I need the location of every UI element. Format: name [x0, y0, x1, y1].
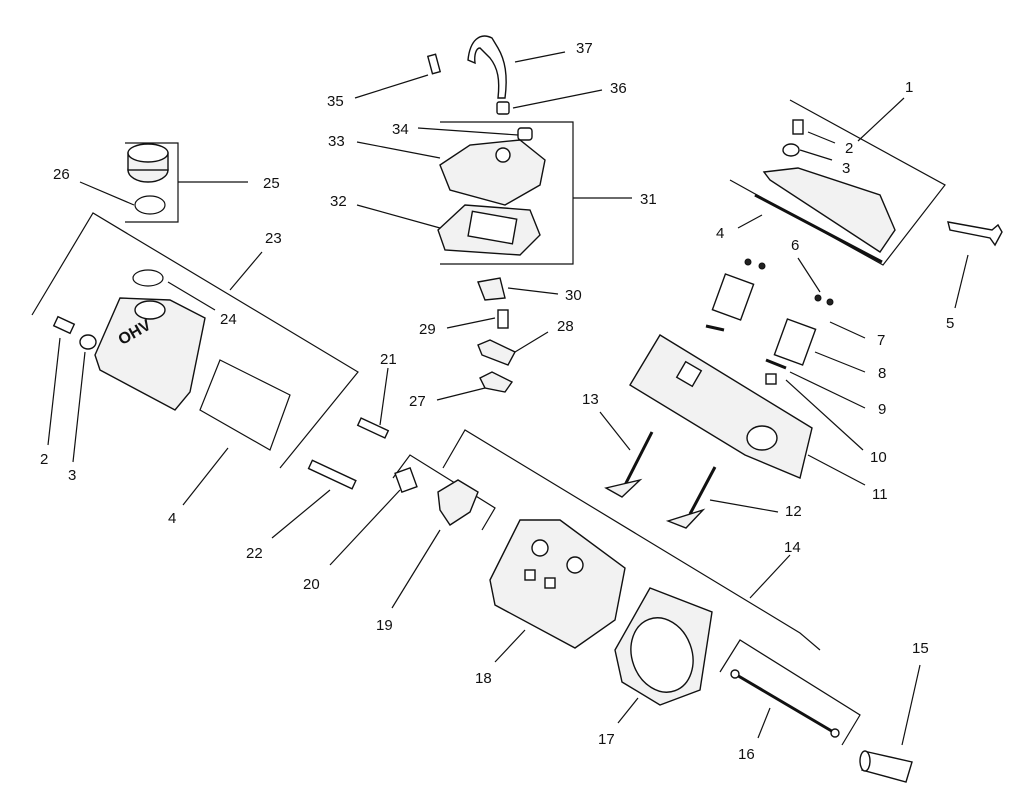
callout-4-left: 4 [168, 510, 176, 527]
valve-12 [688, 466, 717, 515]
breather-cover [439, 139, 546, 206]
callout-23: 23 [265, 230, 282, 247]
seal-10 [765, 373, 777, 385]
callout-2-left: 2 [40, 451, 48, 468]
callout-16: 16 [738, 746, 755, 763]
o-ring-24 [132, 269, 164, 287]
callout-28: 28 [557, 318, 574, 335]
callout-37: 37 [576, 40, 593, 57]
callout-26: 26 [53, 166, 70, 183]
callout-34: 34 [392, 121, 409, 138]
callout-2-right: 2 [845, 140, 853, 157]
group-31-bracket [440, 121, 574, 265]
breather-tube [467, 35, 507, 99]
callout-11: 11 [872, 486, 888, 503]
callout-35: 35 [327, 93, 344, 110]
callout-13: 13 [582, 391, 599, 408]
plate-27 [479, 371, 514, 393]
washer-3-right [782, 143, 800, 157]
spring-8-left [711, 273, 755, 321]
callout-labels: 1 2 3 4 5 6 7 8 9 10 11 12 13 14 15 16 1… [40, 40, 954, 763]
callout-22: 22 [246, 545, 263, 562]
callout-3-left: 3 [68, 467, 76, 484]
group-19-bracket [392, 454, 496, 531]
spring-8-right [773, 318, 817, 366]
callout-10: 10 [870, 449, 887, 466]
callout-9: 9 [878, 401, 886, 418]
callout-33: 33 [328, 133, 345, 150]
callout-36: 36 [610, 80, 627, 97]
washer-3-left [79, 334, 97, 350]
callout-12: 12 [785, 503, 802, 520]
guide-9 [765, 358, 787, 370]
callout-32: 32 [330, 193, 347, 210]
callout-18: 18 [475, 670, 492, 687]
callout-7: 7 [877, 332, 885, 349]
nut-34 [517, 127, 533, 141]
gasket-4-left [199, 359, 291, 451]
retainer-28 [477, 339, 516, 366]
leader-lines [47, 51, 969, 746]
bracket-5 [947, 221, 1003, 247]
callout-27: 27 [409, 393, 426, 410]
callout-15: 15 [912, 640, 929, 657]
callout-24: 24 [220, 311, 237, 328]
screw-29 [497, 309, 509, 329]
cylinder-head-18 [489, 519, 626, 649]
reed-30 [477, 277, 506, 301]
push-rod-16 [734, 672, 836, 735]
callout-19: 19 [376, 617, 393, 634]
keeper-6b [814, 294, 822, 302]
pivot-20 [394, 466, 418, 494]
group-16-bracket [719, 639, 861, 746]
callout-1: 1 [905, 79, 913, 96]
callout-25: 25 [263, 175, 280, 192]
gasket-4-right [754, 193, 883, 264]
bolt-2-right [792, 119, 804, 135]
group-23-bracket [31, 212, 359, 469]
callout-6: 6 [791, 237, 799, 254]
valve-cover-right [762, 167, 896, 253]
bolt-21 [356, 417, 390, 439]
callout-20: 20 [303, 576, 320, 593]
fitting-36 [496, 101, 510, 115]
callout-3-right: 3 [842, 160, 850, 177]
bolt-2-left [52, 315, 76, 335]
keeper-6a [744, 258, 752, 266]
callout-30: 30 [565, 287, 582, 304]
o-ring-26 [134, 195, 166, 215]
callout-31: 31 [640, 191, 657, 208]
bolt-35 [426, 53, 442, 75]
callout-17: 17 [598, 731, 615, 748]
callout-21: 21 [380, 351, 397, 368]
callout-5: 5 [946, 315, 954, 332]
valve-13 [623, 431, 654, 486]
rocker-19 [437, 479, 479, 526]
valve-cover-left [94, 297, 206, 411]
bolt-22 [307, 459, 357, 490]
callout-14: 14 [784, 539, 801, 556]
callout-8: 8 [878, 365, 886, 382]
group-14-bracket [442, 429, 821, 651]
callout-4-right: 4 [716, 225, 724, 242]
callout-29: 29 [419, 321, 436, 338]
